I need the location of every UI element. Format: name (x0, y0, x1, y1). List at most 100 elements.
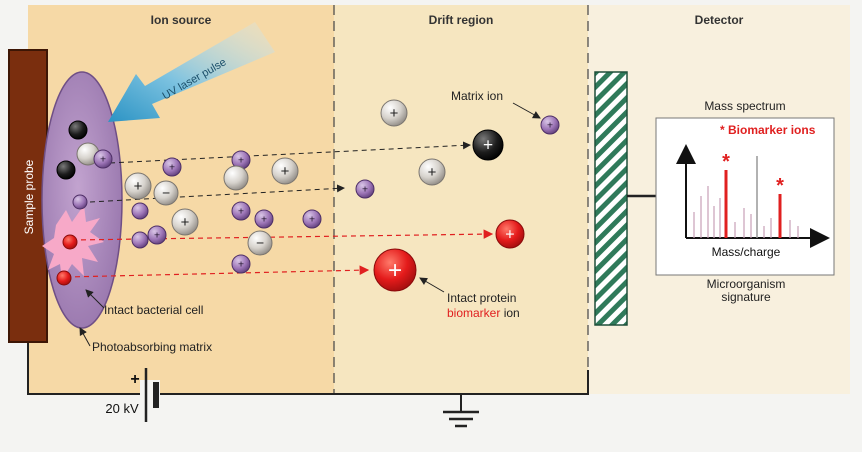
trajectory-matrix-ion (109, 141, 471, 164)
matrix-ion (72, 194, 88, 210)
battery-icon (140, 368, 160, 422)
signature-label-1: Microorganism (707, 277, 786, 291)
detector-plate-icon (594, 71, 628, 326)
ion-body (540, 115, 560, 135)
cell-leader (85, 289, 105, 309)
ion-body (56, 270, 72, 286)
ion-charge-plus: + (238, 259, 244, 270)
ion-charge-plus: + (261, 214, 267, 225)
ion-charge-plus: + (238, 206, 244, 217)
intact-cell-label: Intact bacterial cell (104, 303, 203, 317)
ion-charge-plus: + (547, 120, 553, 131)
ion-body (373, 248, 417, 292)
battery-plus-sign: + (130, 371, 139, 388)
neutral-ion (223, 165, 249, 191)
ion-body (162, 157, 182, 177)
ion-body (271, 157, 299, 185)
ion-charge-plus: + (100, 154, 106, 165)
ion-body (56, 160, 76, 180)
sample-probe-label: Sample probe (22, 159, 36, 234)
ion-charge-plus: + (388, 257, 402, 284)
ion-body (254, 209, 274, 229)
detector-title: Detector (695, 13, 744, 27)
photoabsorbing-label: Photoabsorbing matrix (92, 340, 212, 354)
matrix-ion: + (254, 209, 274, 229)
neutral-ion: + (124, 172, 152, 200)
ion-body (171, 208, 199, 236)
ion-charge-plus: + (362, 184, 368, 195)
uv-laser-arrow-icon (108, 22, 275, 122)
ion-charge-minus: − (162, 186, 170, 201)
ion-body (247, 230, 273, 256)
matrix-leader (79, 327, 91, 347)
protein-ion-leader (419, 277, 445, 293)
ion-body (147, 225, 167, 245)
ion-trajectories (65, 141, 494, 278)
ion-source-title: Ion source (151, 13, 212, 27)
ion-particles: ++−++++++++−++++++++ (56, 99, 560, 292)
matrix-ion: + (147, 225, 167, 245)
biomarker-star-2: * (776, 175, 784, 197)
matrix-ion: + (93, 149, 113, 169)
matrix-ion: + (540, 115, 560, 135)
protein-ion-label-1: Intact protein (447, 291, 516, 305)
matrix-ion: + (231, 201, 251, 221)
ion-charge-plus: + (169, 162, 175, 173)
ion-charge-plus: + (309, 214, 315, 225)
neutral-ion: + (171, 208, 199, 236)
matrix-ion-leader (512, 102, 541, 119)
signature-label-2: signature (721, 290, 771, 304)
biomarker-ion (56, 270, 72, 286)
drift-region (334, 5, 588, 394)
spectrum-peaks (693, 156, 799, 238)
drift-region-title: Drift region (429, 13, 494, 27)
biomarker-ion: + (373, 248, 417, 292)
neutral-ion: − (153, 180, 179, 206)
ion-charge-minus: − (256, 236, 264, 251)
biomarker-word: biomarker (447, 306, 500, 320)
ion-body (380, 99, 408, 127)
ion-charge-plus: + (483, 135, 493, 155)
ion-body (495, 219, 525, 249)
ion-body (472, 129, 504, 161)
ion-body (231, 254, 251, 274)
ion-charge-plus: + (428, 164, 437, 181)
biomarker-star-1: * (722, 151, 730, 173)
ion-body (302, 209, 322, 229)
matrix-ion: + (302, 209, 322, 229)
ion-body (72, 194, 88, 210)
matrix-ion-label: Matrix ion (451, 89, 503, 103)
ion-body (68, 120, 88, 140)
ion-charge-plus: + (390, 105, 399, 122)
biomarker-ion (62, 234, 78, 250)
trajectory-small-ion (89, 184, 345, 203)
biomarker-ion: + (495, 219, 525, 249)
voltage-label: 20 kV (105, 401, 139, 416)
ground-icon (443, 410, 479, 428)
mass-spectrum-title: Mass spectrum (704, 99, 785, 113)
matrix-ion (131, 231, 149, 249)
ion-body (418, 158, 446, 186)
matrix-ion-large: + (472, 129, 504, 161)
ion-body (62, 234, 78, 250)
spectrum-x-label: Mass/charge (712, 245, 781, 259)
neutral-ion: + (418, 158, 446, 186)
ion-body (93, 149, 113, 169)
ion-body (124, 172, 152, 200)
neutral-ion: + (271, 157, 299, 185)
ion-body (131, 202, 149, 220)
matrix-ion: + (355, 179, 375, 199)
matrix-ion-large (68, 120, 88, 140)
neutral-ion: − (247, 230, 273, 256)
matrix-ion (131, 202, 149, 220)
ion-charge-plus: + (134, 178, 143, 195)
ion-charge-plus: + (505, 225, 514, 243)
ion-charge-plus: + (281, 163, 290, 180)
ion-body (231, 201, 251, 221)
matrix-ion: + (162, 157, 182, 177)
ion-body (355, 179, 375, 199)
protein-ion-label-2: biomarker ion (447, 306, 520, 320)
ion-word: ion (500, 306, 519, 320)
ion-body (153, 180, 179, 206)
